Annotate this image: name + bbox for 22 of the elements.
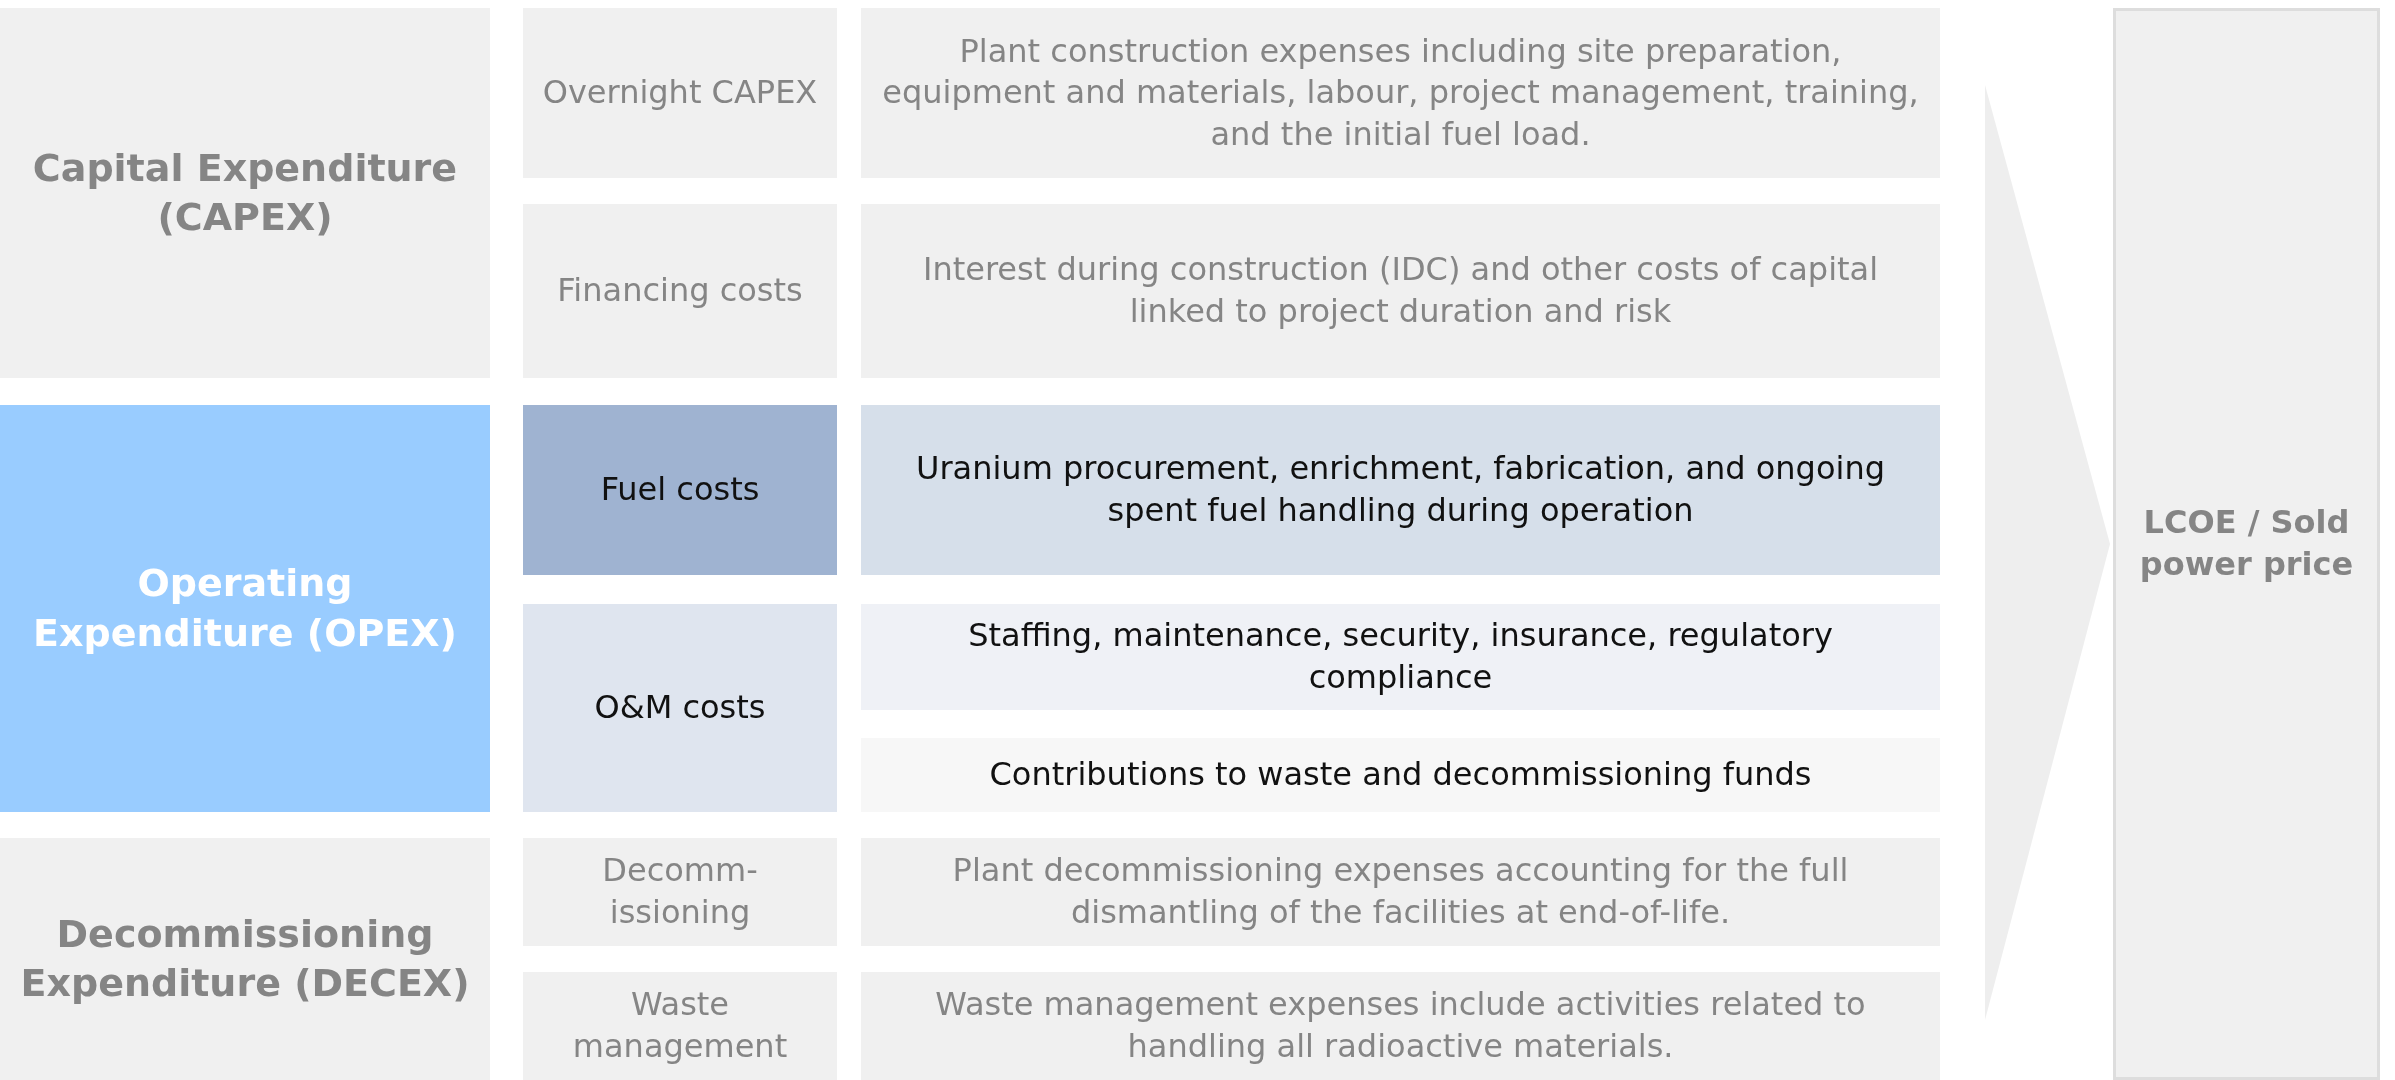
cost-text: Interest during construction (IDC) and other costs of capital linked to project duration and risk xyxy=(921,249,1880,332)
cost-text: O&M costs xyxy=(594,687,766,729)
cost-item-box xyxy=(523,604,837,812)
result-box xyxy=(2113,8,2380,1080)
category-label: LCOE / Sold power price xyxy=(2138,502,2355,585)
category-label: Decommissioning Expenditure (DECEX) xyxy=(19,910,471,1007)
cost-text: Fuel costs xyxy=(600,469,760,511)
cost-text: Waste management expenses include activities related to handling all radioactive materials. xyxy=(934,984,1867,1067)
cost-text: Plant construction expenses including site preparation, equipment and materials, labour, project management, training, and the initial fuel load. xyxy=(881,30,1920,155)
category-label: Operating Expenditure (OPEX) xyxy=(32,560,458,657)
cost-text: Financing costs xyxy=(557,270,803,312)
cost-text: Decomm-issioning xyxy=(601,850,759,933)
category-box xyxy=(0,405,490,812)
cost-text: Staffing, maintenance, security, insurance, regulatory compliance xyxy=(967,615,1834,698)
cost-text: Uranium procurement, enrichment, fabrication, and ongoing spent fuel handling during operation xyxy=(915,448,1886,531)
description-box xyxy=(861,405,1940,575)
cost-text: Plant decommissioning expenses accounting for the full dismantling of the facilities at end-of-life. xyxy=(951,850,1850,933)
cost-text: Waste management xyxy=(571,984,789,1067)
cost-text: Contributions to waste and decommissioning funds xyxy=(989,754,1812,796)
cost-item-box xyxy=(523,405,837,575)
cost-text: Overnight CAPEX xyxy=(542,72,818,114)
category-label: Capital Expenditure (CAPEX) xyxy=(31,144,459,241)
